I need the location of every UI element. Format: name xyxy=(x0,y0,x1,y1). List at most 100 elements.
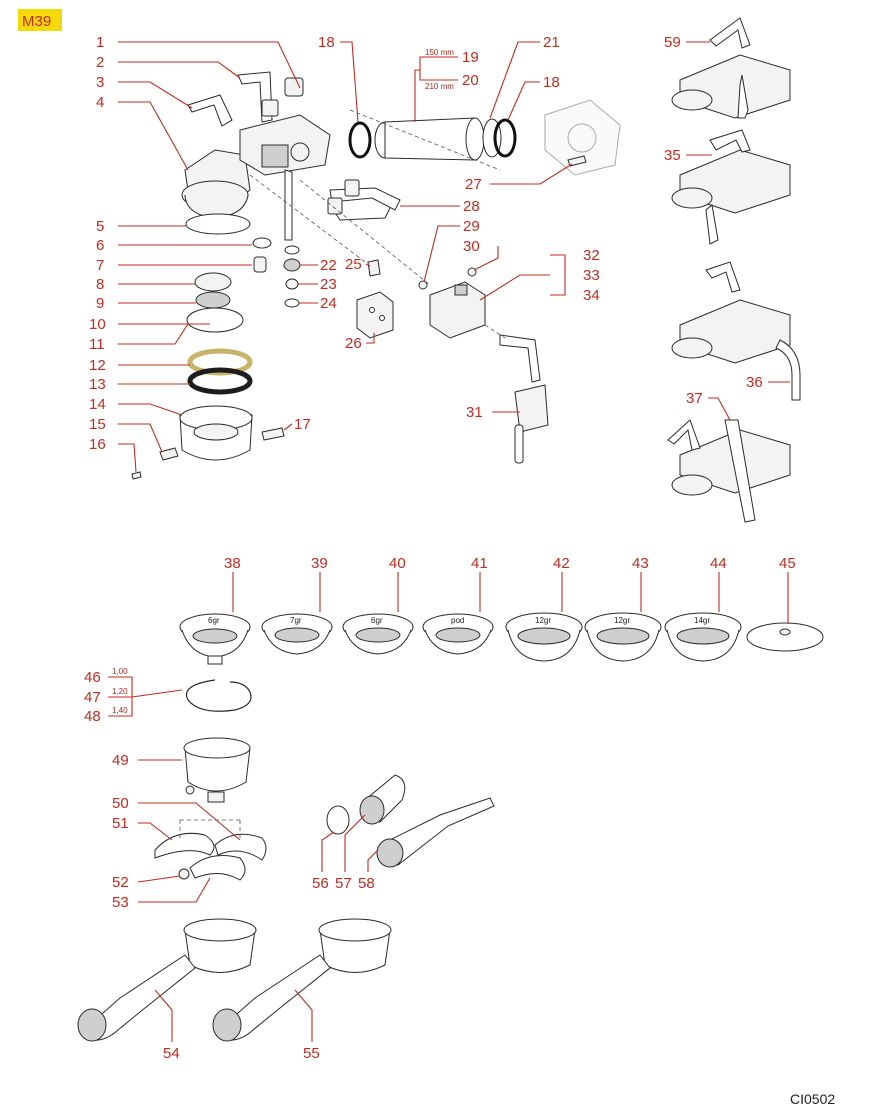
sub-labels: 150 mm 210 mm 1,00 1,20 1,40 xyxy=(112,48,454,715)
callout-5: 5 xyxy=(96,218,104,235)
callout-40: 40 xyxy=(389,555,406,572)
cup-49-rim xyxy=(183,737,251,759)
callout-labels: 1 2 3 4 5 6 7 8 9 10 11 12 13 14 15 16 1… xyxy=(84,34,796,1062)
callout-1: 1 xyxy=(96,34,104,51)
leader-2 xyxy=(118,61,241,79)
cup-49-body xyxy=(184,747,251,792)
callout-45: 45 xyxy=(779,555,796,572)
variant-59-side-pipe xyxy=(737,74,749,119)
variant-36-pipe xyxy=(705,261,741,293)
callout-21: 21 xyxy=(543,34,560,51)
callout-15: 15 xyxy=(89,416,106,433)
variant-35-side-pipe xyxy=(705,204,719,245)
pf-55-grip xyxy=(212,1008,242,1042)
callout-10: 10 xyxy=(89,316,106,333)
solenoid-assembly xyxy=(418,267,549,464)
basket-41 xyxy=(422,613,494,655)
leader-11 xyxy=(118,323,189,345)
callout-12: 12 xyxy=(89,357,106,374)
valve-square-drawing xyxy=(261,144,289,168)
leader-27 xyxy=(490,163,573,185)
pf-54-grip xyxy=(77,1008,107,1042)
portafilter-54 xyxy=(77,918,257,1042)
callout-46: 46 xyxy=(84,669,101,686)
basket-39-label: 7gr xyxy=(290,616,302,625)
drawing-code: CI0502 xyxy=(790,1091,835,1107)
callout-53: 53 xyxy=(112,894,129,911)
leader-17 xyxy=(283,423,293,431)
nut-28-drawing xyxy=(344,179,360,197)
fitting-25-drawing xyxy=(367,259,381,277)
callout-59: 59 xyxy=(664,34,681,51)
leader-4 xyxy=(118,101,189,171)
variant-36 xyxy=(671,261,801,401)
callout-54: 54 xyxy=(163,1045,180,1062)
callout-20: 20 xyxy=(462,72,479,89)
pf-55-rim xyxy=(318,918,392,942)
leader-3 xyxy=(118,81,193,109)
callout-43: 43 xyxy=(632,555,649,572)
basket-44-mesh xyxy=(676,627,730,645)
flange-hole-drawing xyxy=(567,123,597,153)
callout-25: 25 xyxy=(345,256,362,273)
pipe-3-drawing xyxy=(187,94,233,127)
callout-6: 6 xyxy=(96,237,104,254)
group-head-assembly xyxy=(181,71,401,241)
basket-39-mesh xyxy=(274,627,320,643)
thickness-140-label: 1,40 xyxy=(112,706,128,715)
disk-9-drawing xyxy=(195,291,231,309)
explode-line-d xyxy=(349,109,501,171)
handles-56-58 xyxy=(326,774,495,868)
cup-49-hole xyxy=(185,785,195,795)
callout-31: 31 xyxy=(466,404,483,421)
variant-59-pipe xyxy=(709,17,751,49)
callout-28: 28 xyxy=(463,198,480,215)
fitting-4-drawing xyxy=(261,99,279,117)
explode-line-b xyxy=(249,174,366,263)
variant-37-pipe xyxy=(667,419,701,451)
heat-exchanger-tube xyxy=(348,99,621,176)
callout-27: 27 xyxy=(465,176,482,193)
callout-48: 48 xyxy=(84,708,101,725)
leader-29 xyxy=(423,225,460,283)
basket-44 xyxy=(664,612,742,662)
leader-14 xyxy=(118,403,183,416)
spring-drawing xyxy=(186,679,252,712)
callout-39: 39 xyxy=(311,555,328,572)
tube-side-drawing xyxy=(284,169,293,241)
callout-18b: 18 xyxy=(543,74,560,91)
callout-38: 38 xyxy=(224,555,241,572)
variant-35 xyxy=(671,129,791,245)
leader-15 xyxy=(118,423,163,453)
screen-11-drawing xyxy=(186,307,244,333)
leader-32-34 xyxy=(479,254,566,301)
gasket-18-right-drawing xyxy=(493,118,517,158)
callout-7: 7 xyxy=(96,257,104,274)
filter-baskets xyxy=(179,612,824,665)
callout-55: 55 xyxy=(303,1045,320,1062)
callout-24: 24 xyxy=(320,295,337,312)
cap-56-drawing xyxy=(326,805,350,835)
basket-38-mesh xyxy=(192,628,238,644)
callout-4: 4 xyxy=(96,94,104,111)
callout-36: 36 xyxy=(746,374,763,391)
callout-11: 11 xyxy=(89,336,105,353)
length-150-label: 150 mm xyxy=(425,48,454,57)
leader-20 xyxy=(419,70,458,81)
leader-46-48 xyxy=(108,676,183,717)
callout-29: 29 xyxy=(463,218,480,235)
leader-52 xyxy=(137,875,181,883)
variant-59 xyxy=(671,17,791,119)
rod-31-drawing xyxy=(514,424,524,464)
callout-37: 37 xyxy=(686,390,703,407)
solenoid-terminal-drawing xyxy=(454,284,468,296)
small-parts-left xyxy=(186,237,301,395)
group-ring-14 xyxy=(131,405,285,480)
callout-41: 41 xyxy=(471,555,488,572)
gasket-5-drawing xyxy=(185,213,251,235)
washer-6-drawing xyxy=(252,237,272,249)
nut-23-drawing xyxy=(285,278,299,290)
basket-38-label: 6gr xyxy=(208,616,220,625)
portafilter-55 xyxy=(212,918,392,1042)
leader-51 xyxy=(138,822,173,841)
